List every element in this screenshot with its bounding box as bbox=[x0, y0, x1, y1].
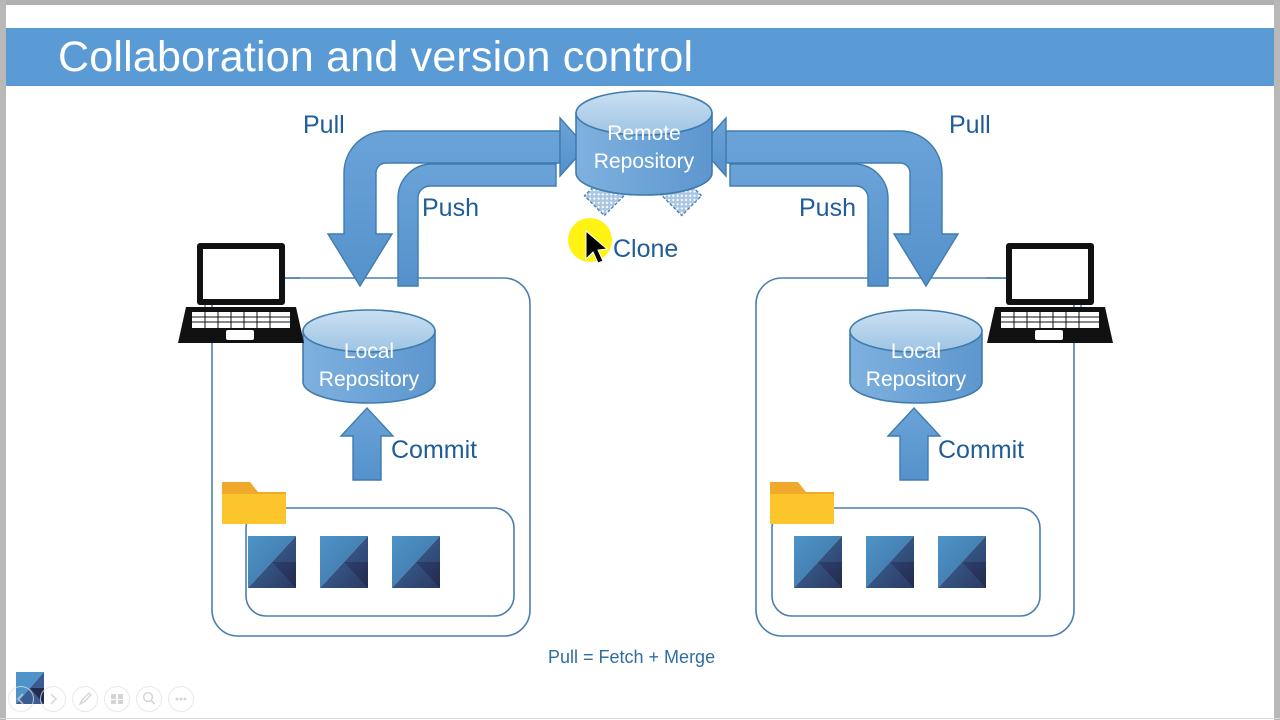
slide-overview-button[interactable] bbox=[104, 686, 130, 712]
file-icon-left-3 bbox=[392, 536, 440, 588]
pen-tool-button[interactable] bbox=[72, 686, 98, 712]
push-arrow-right bbox=[729, 163, 889, 287]
right-workspace-container bbox=[755, 277, 1075, 637]
pen-icon bbox=[78, 692, 92, 706]
page-title: Collaboration and version control bbox=[58, 32, 694, 81]
label-clone: Clone bbox=[613, 235, 679, 263]
file-icon-right-1 bbox=[794, 536, 842, 588]
left-workspace-container bbox=[211, 277, 531, 637]
label-pull-left: Pull bbox=[303, 111, 345, 139]
local-repository-node-right[interactable] bbox=[849, 309, 983, 404]
label-commit-right: Commit bbox=[938, 436, 1025, 464]
chevron-left-icon bbox=[16, 693, 24, 705]
search-icon bbox=[142, 691, 156, 705]
commit-arrow-right bbox=[886, 406, 942, 481]
commit-arrow-left bbox=[339, 406, 395, 481]
slide-frame-top bbox=[0, 0, 1280, 5]
chevron-right-icon bbox=[50, 693, 58, 705]
label-pull-right: Pull bbox=[949, 111, 991, 139]
mouse-cursor-icon bbox=[585, 229, 609, 264]
local-repository-node-left[interactable] bbox=[302, 309, 436, 404]
slide-title-banner: Collaboration and version control bbox=[6, 28, 1274, 86]
grid-icon bbox=[111, 694, 123, 704]
previous-slide-button[interactable] bbox=[8, 686, 34, 712]
label-commit-left: Commit bbox=[391, 436, 478, 464]
laptop-icon-left bbox=[178, 243, 304, 343]
remote-repository-node[interactable] bbox=[575, 90, 713, 196]
control-bar-divider bbox=[0, 718, 1280, 719]
folder-icon-right bbox=[770, 482, 834, 524]
file-icon-right-2 bbox=[866, 536, 914, 588]
slide-frame-right bbox=[1274, 0, 1280, 720]
pull-arrow-left bbox=[326, 116, 587, 288]
presentation-control-bar bbox=[0, 672, 1280, 720]
zoom-tool-button[interactable] bbox=[136, 686, 162, 712]
label-push-right: Push bbox=[799, 194, 856, 222]
folder-icon-left bbox=[222, 482, 286, 524]
more-options-button[interactable] bbox=[168, 686, 194, 712]
label-push-left: Push bbox=[422, 194, 479, 222]
slide-frame-left bbox=[0, 0, 6, 720]
pull-arrow-right bbox=[699, 116, 960, 288]
file-icon-left-2 bbox=[320, 536, 368, 588]
footnote-pull-definition: Pull = Fetch + Merge bbox=[548, 647, 716, 667]
next-slide-button[interactable] bbox=[40, 686, 66, 712]
file-icon-right-3 bbox=[938, 536, 986, 588]
laptop-icon-right bbox=[987, 243, 1113, 343]
file-icon-left-1 bbox=[248, 536, 296, 588]
push-arrow-left bbox=[397, 163, 557, 287]
ellipsis-icon bbox=[175, 697, 187, 701]
